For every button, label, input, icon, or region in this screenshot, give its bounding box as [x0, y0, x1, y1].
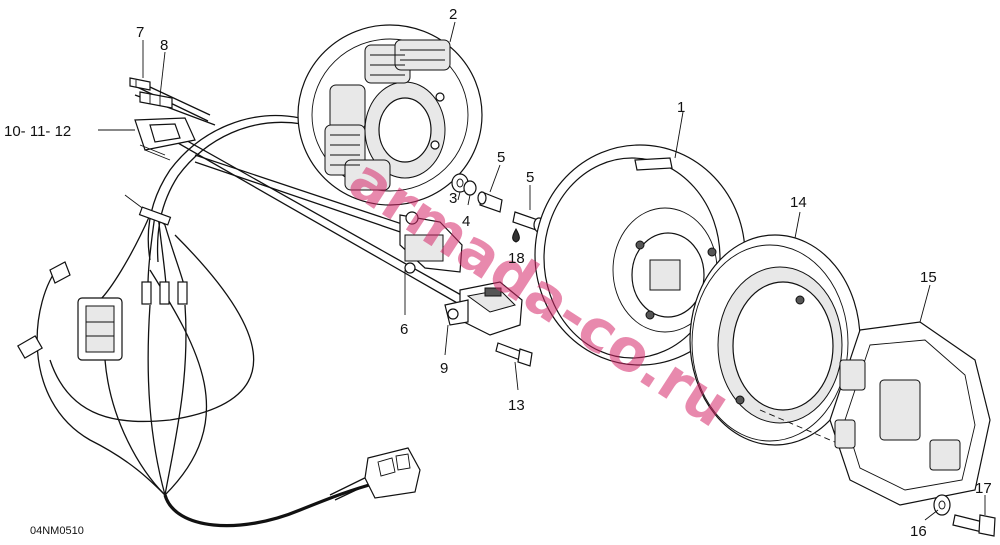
pickup-coil-6: [399, 211, 463, 274]
callout-9: 9: [440, 360, 448, 377]
callout-13: 13: [508, 397, 525, 414]
callout-17: 17: [975, 480, 992, 497]
callout-5b: 5: [526, 169, 534, 186]
harness-connector: [77, 297, 123, 361]
callout-8: 8: [160, 37, 168, 54]
bolt-17: [952, 514, 996, 537]
callout-5a: 5: [497, 149, 505, 166]
callout-15: 15: [920, 269, 937, 286]
connector-10-11-12: [134, 117, 196, 161]
stator: [297, 24, 483, 206]
wire-terminal-8: [139, 91, 173, 109]
callout-2: 2: [449, 6, 457, 23]
threadlocker-drop-18: [512, 227, 520, 243]
pin-terminals: [17, 261, 188, 359]
ring-gear-14: [689, 234, 901, 471]
callout-10-11-12: 10- 11- 12: [4, 123, 71, 140]
drawing-code: 04NM0510: [30, 525, 84, 537]
flywheel: [534, 144, 746, 366]
callout-labels: 1 2 3 4 5 5 6 7 8 9 10- 11- 12 13 14 15 …: [4, 6, 992, 540]
sensor-9: [444, 281, 523, 336]
callout-18: 18: [508, 250, 525, 267]
callout-16: 16: [910, 523, 927, 540]
wiring-harness: [36, 79, 471, 528]
callout-1: 1: [677, 99, 685, 116]
callout-6: 6: [400, 321, 408, 338]
washer-4: [463, 180, 477, 196]
callout-3: 3: [449, 190, 457, 207]
washer-16: [933, 494, 951, 516]
bottom-connector: [364, 447, 421, 499]
cover-15: [829, 321, 991, 506]
bolt-13: [495, 342, 533, 367]
spacer-5: [477, 191, 503, 213]
leader-lines: [98, 21, 986, 521]
wire-terminal-7: [129, 77, 151, 91]
callout-4: 4: [462, 213, 470, 230]
callout-14: 14: [790, 194, 807, 211]
callout-7: 7: [136, 24, 144, 41]
